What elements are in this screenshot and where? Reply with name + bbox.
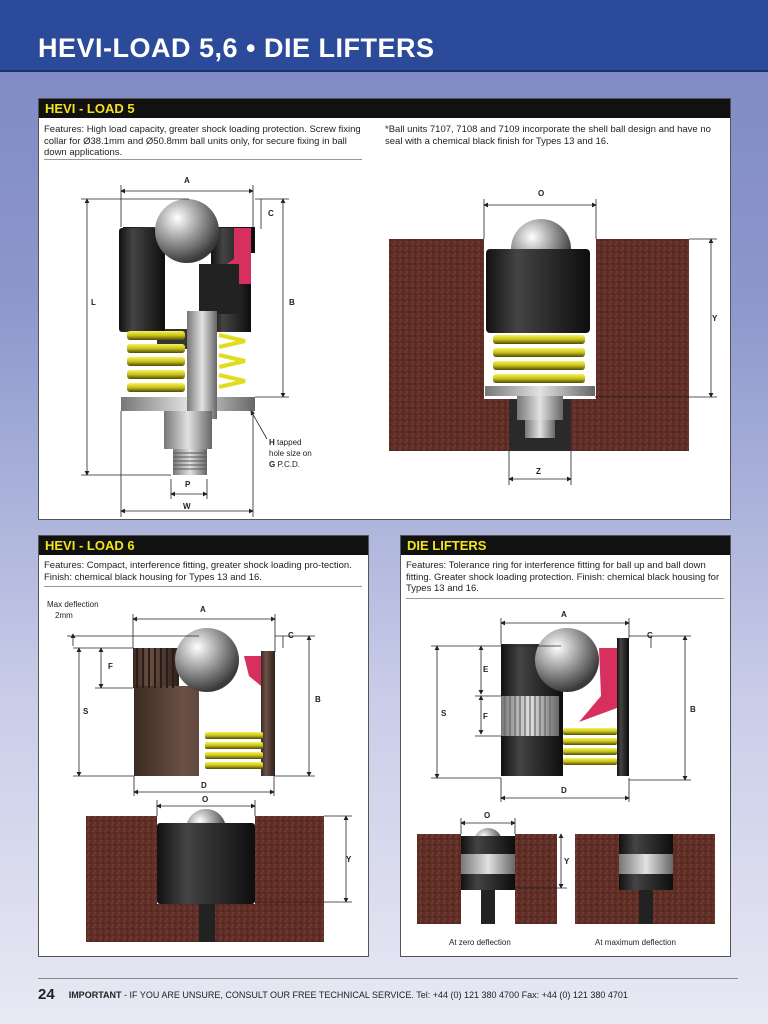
page-title: HEVI-LOAD 5,6 • DIE LIFTERS bbox=[38, 33, 435, 63]
dim-b-label: B bbox=[315, 695, 321, 704]
dim-c-label: C bbox=[647, 631, 653, 640]
hevi-load-5-cross-section bbox=[119, 199, 255, 475]
dim-c-label: C bbox=[268, 209, 274, 218]
hevi-load-6-features: Features: Compact, interference fitting,… bbox=[44, 560, 352, 583]
max-deflection-caption: At maximum deflection bbox=[595, 938, 676, 947]
page-header: HEVI-LOAD 5,6 • DIE LIFTERS bbox=[0, 0, 768, 72]
zero-deflection-caption: At zero deflection bbox=[449, 938, 511, 947]
hevi-load-6-title: HEVI - LOAD 6 bbox=[39, 536, 368, 555]
dim-o-label: O bbox=[202, 795, 208, 804]
dim-y-label: Y bbox=[564, 857, 570, 866]
dim-d-label: D bbox=[201, 781, 207, 790]
svg-text:G P.C.D.: G P.C.D. bbox=[269, 460, 300, 469]
hevi-load-5-diagram: A C L B P W H tapped hole size on G P.C.… bbox=[81, 176, 718, 517]
die-lifter-cross-section bbox=[501, 628, 629, 776]
dim-b-label: B bbox=[289, 298, 295, 307]
dim-b-label: B bbox=[690, 705, 696, 714]
hevi-load-6-cross-section bbox=[133, 628, 275, 776]
dim-a-label: A bbox=[184, 176, 190, 185]
dim-c-label: C bbox=[288, 631, 294, 640]
dim-f-label: F bbox=[483, 712, 488, 721]
hevi-load-6-diagram: Max deflection 2mm bbox=[47, 600, 352, 942]
dim-y-label: Y bbox=[346, 855, 352, 864]
dim-z-label: Z bbox=[536, 467, 541, 476]
die-lifters-features: Features: Tolerance ring for interferenc… bbox=[406, 560, 720, 594]
dim-a-label: A bbox=[200, 605, 206, 614]
die-lifters-panel: DIE LIFTERS Features: Tolerance ring for… bbox=[400, 535, 731, 957]
dim-y-label: Y bbox=[712, 314, 718, 323]
die-lifters-title: DIE LIFTERS bbox=[401, 536, 730, 555]
dim-s-label: S bbox=[441, 709, 447, 718]
dim-d-label: D bbox=[561, 786, 567, 795]
hevi-load-5-installed-view bbox=[389, 219, 689, 451]
dim-l-label: L bbox=[91, 298, 96, 307]
dim-o-label: O bbox=[484, 811, 490, 820]
footer-contact-text: - IF YOU ARE UNSURE, CONSULT OUR FREE TE… bbox=[121, 990, 628, 1000]
hevi-load-5-panel: HEVI - LOAD 5 Features: High load capaci… bbox=[38, 98, 731, 520]
hevi-load-5-title: HEVI - LOAD 5 bbox=[39, 99, 730, 118]
hevi-load-6-installed-view bbox=[86, 809, 324, 942]
max-deflection-value: 2mm bbox=[55, 611, 73, 620]
hevi-load-5-features: Features: High load capacity, greater sh… bbox=[44, 124, 361, 158]
dim-s-label: S bbox=[83, 707, 89, 716]
page-footer: 24 IMPORTANT - IF YOU ARE UNSURE, CONSULT… bbox=[38, 986, 628, 1003]
footer-important: IMPORTANT bbox=[68, 990, 122, 1000]
dim-e-label: E bbox=[483, 665, 489, 674]
dim-a-label: A bbox=[561, 610, 567, 619]
hevi-load-5-note: *Ball units 7107, 7108 and 7109 incorpor… bbox=[385, 124, 711, 147]
page-number: 24 bbox=[38, 986, 55, 1003]
die-lifter-zero-deflection-view bbox=[417, 828, 557, 924]
dim-w-label: W bbox=[183, 502, 191, 511]
h-tapped-note: H tapped bbox=[269, 438, 301, 447]
hevi-load-6-panel: HEVI - LOAD 6 Features: Compact, interfe… bbox=[38, 535, 369, 957]
die-lifters-diagram: A C E S F B D O Y At zero deflectio bbox=[417, 610, 715, 947]
dim-p-label: P bbox=[185, 480, 191, 489]
max-deflection-label: Max deflection bbox=[47, 600, 99, 609]
dim-o-label: O bbox=[538, 189, 544, 198]
die-lifter-max-deflection-view bbox=[575, 834, 715, 924]
svg-text:hole size on: hole size on bbox=[269, 449, 312, 458]
dim-f-label: F bbox=[108, 662, 113, 671]
